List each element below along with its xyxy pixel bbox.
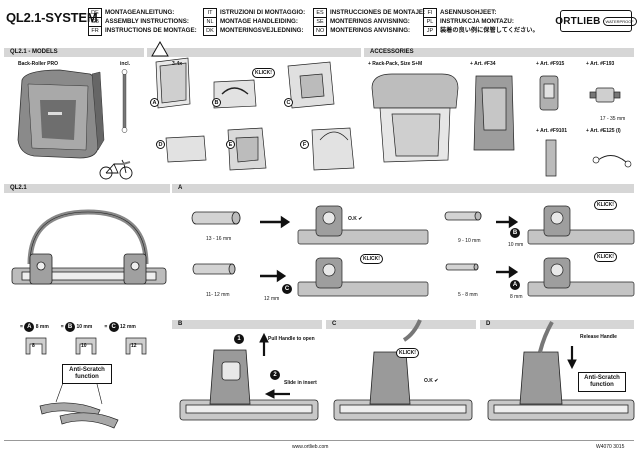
click-badge-a1: KLICK! [360,254,383,264]
accessory-f915: + Art. #F915 [536,61,565,67]
accessory-e125: + Art. #E125 (I) [586,128,621,134]
anti-scratch-label: Anti-Scratch function [62,364,112,384]
ql21-band: QL2.1 [4,184,170,193]
accessories-band: ACCESSORIES [364,48,634,57]
section-c-band: C [326,320,476,329]
page-title: QL2.1-SYSTEM [6,10,98,25]
warning-icon [151,40,169,57]
click-badge-a2: KLICK! [594,200,617,210]
slide-insert-text: Slide in insert [284,380,317,386]
footer-code: W4070 3015 [596,444,625,450]
brand-logo: ORTLIEB WATERPROOF [555,10,637,32]
insert-c-number: 12 [131,343,137,349]
step-f-marker: F [300,140,309,149]
pannier-bag-illustration [17,69,105,159]
models-band: QL2.1 - MODELS [4,48,144,57]
step-e-marker: E [226,140,235,149]
insert-a-number: 8 [32,343,35,349]
step-a-marker: A [150,98,159,107]
size-10mm: 10 mm [508,242,524,248]
bicycle-icon [99,159,133,180]
accessory-f34: + Art. #F34 [470,61,496,67]
insert-a-marker: A [510,280,520,290]
insert-b-marker: B [510,228,520,238]
accessory-f193: + Art. #F193 [586,61,615,67]
size-8mm: 8 mm [510,294,523,300]
insert-c-marker: C [282,284,292,294]
insert-b-number: 10 [81,343,87,349]
pull-handle-text: Pull Handle to open [268,336,315,342]
range-5-8: 5 - 8 mm [458,292,478,298]
incl-label: incl. [120,61,131,67]
ok-check-a: O.K ✔ [348,216,363,222]
click-badge-a3: KLICK! [594,252,617,262]
step-2-marker: 2 [270,370,280,380]
range-11-12: 11- 12 mm [206,292,230,298]
footer-rule [4,440,634,441]
turn-count: 3-4x [172,61,183,67]
accessory-rackpack: + Rack-Pack, Size S+M [368,61,423,67]
step-1-marker: 1 [234,334,244,344]
release-handle-text: Release Handle [580,334,617,340]
section-b-band: B [172,320,322,329]
strap-illustration [121,69,128,133]
range-13-16: 13 - 16 mm [206,236,232,242]
step-c-marker: C [284,98,293,107]
range-9-10: 9 - 10 mm [458,238,481,244]
insert-sizes: = A 8 mm = B 10 mm = C 12 mm [20,322,136,332]
section-a-band: A [172,184,634,193]
accessory-f9101: + Art. #F9101 [536,128,568,134]
product-name: Back-Roller PRO [18,61,59,67]
click-badge-c: KLICK! [396,348,419,358]
click-badge-top: KLICK! [252,68,275,78]
ok-check-c: O.K ✔ [424,378,439,384]
anti-scratch-label-d: Anti-Scratch function [578,372,626,392]
footer-url: www.ortlieb.com [292,444,329,450]
step-d-marker: D [156,140,165,149]
size-12mm: 12 mm [264,296,280,302]
step-b-marker: B [212,98,221,107]
accessory-range: 17 - 35 mm [600,116,626,122]
section-d-band: D [480,320,634,329]
steps-band [147,48,361,57]
